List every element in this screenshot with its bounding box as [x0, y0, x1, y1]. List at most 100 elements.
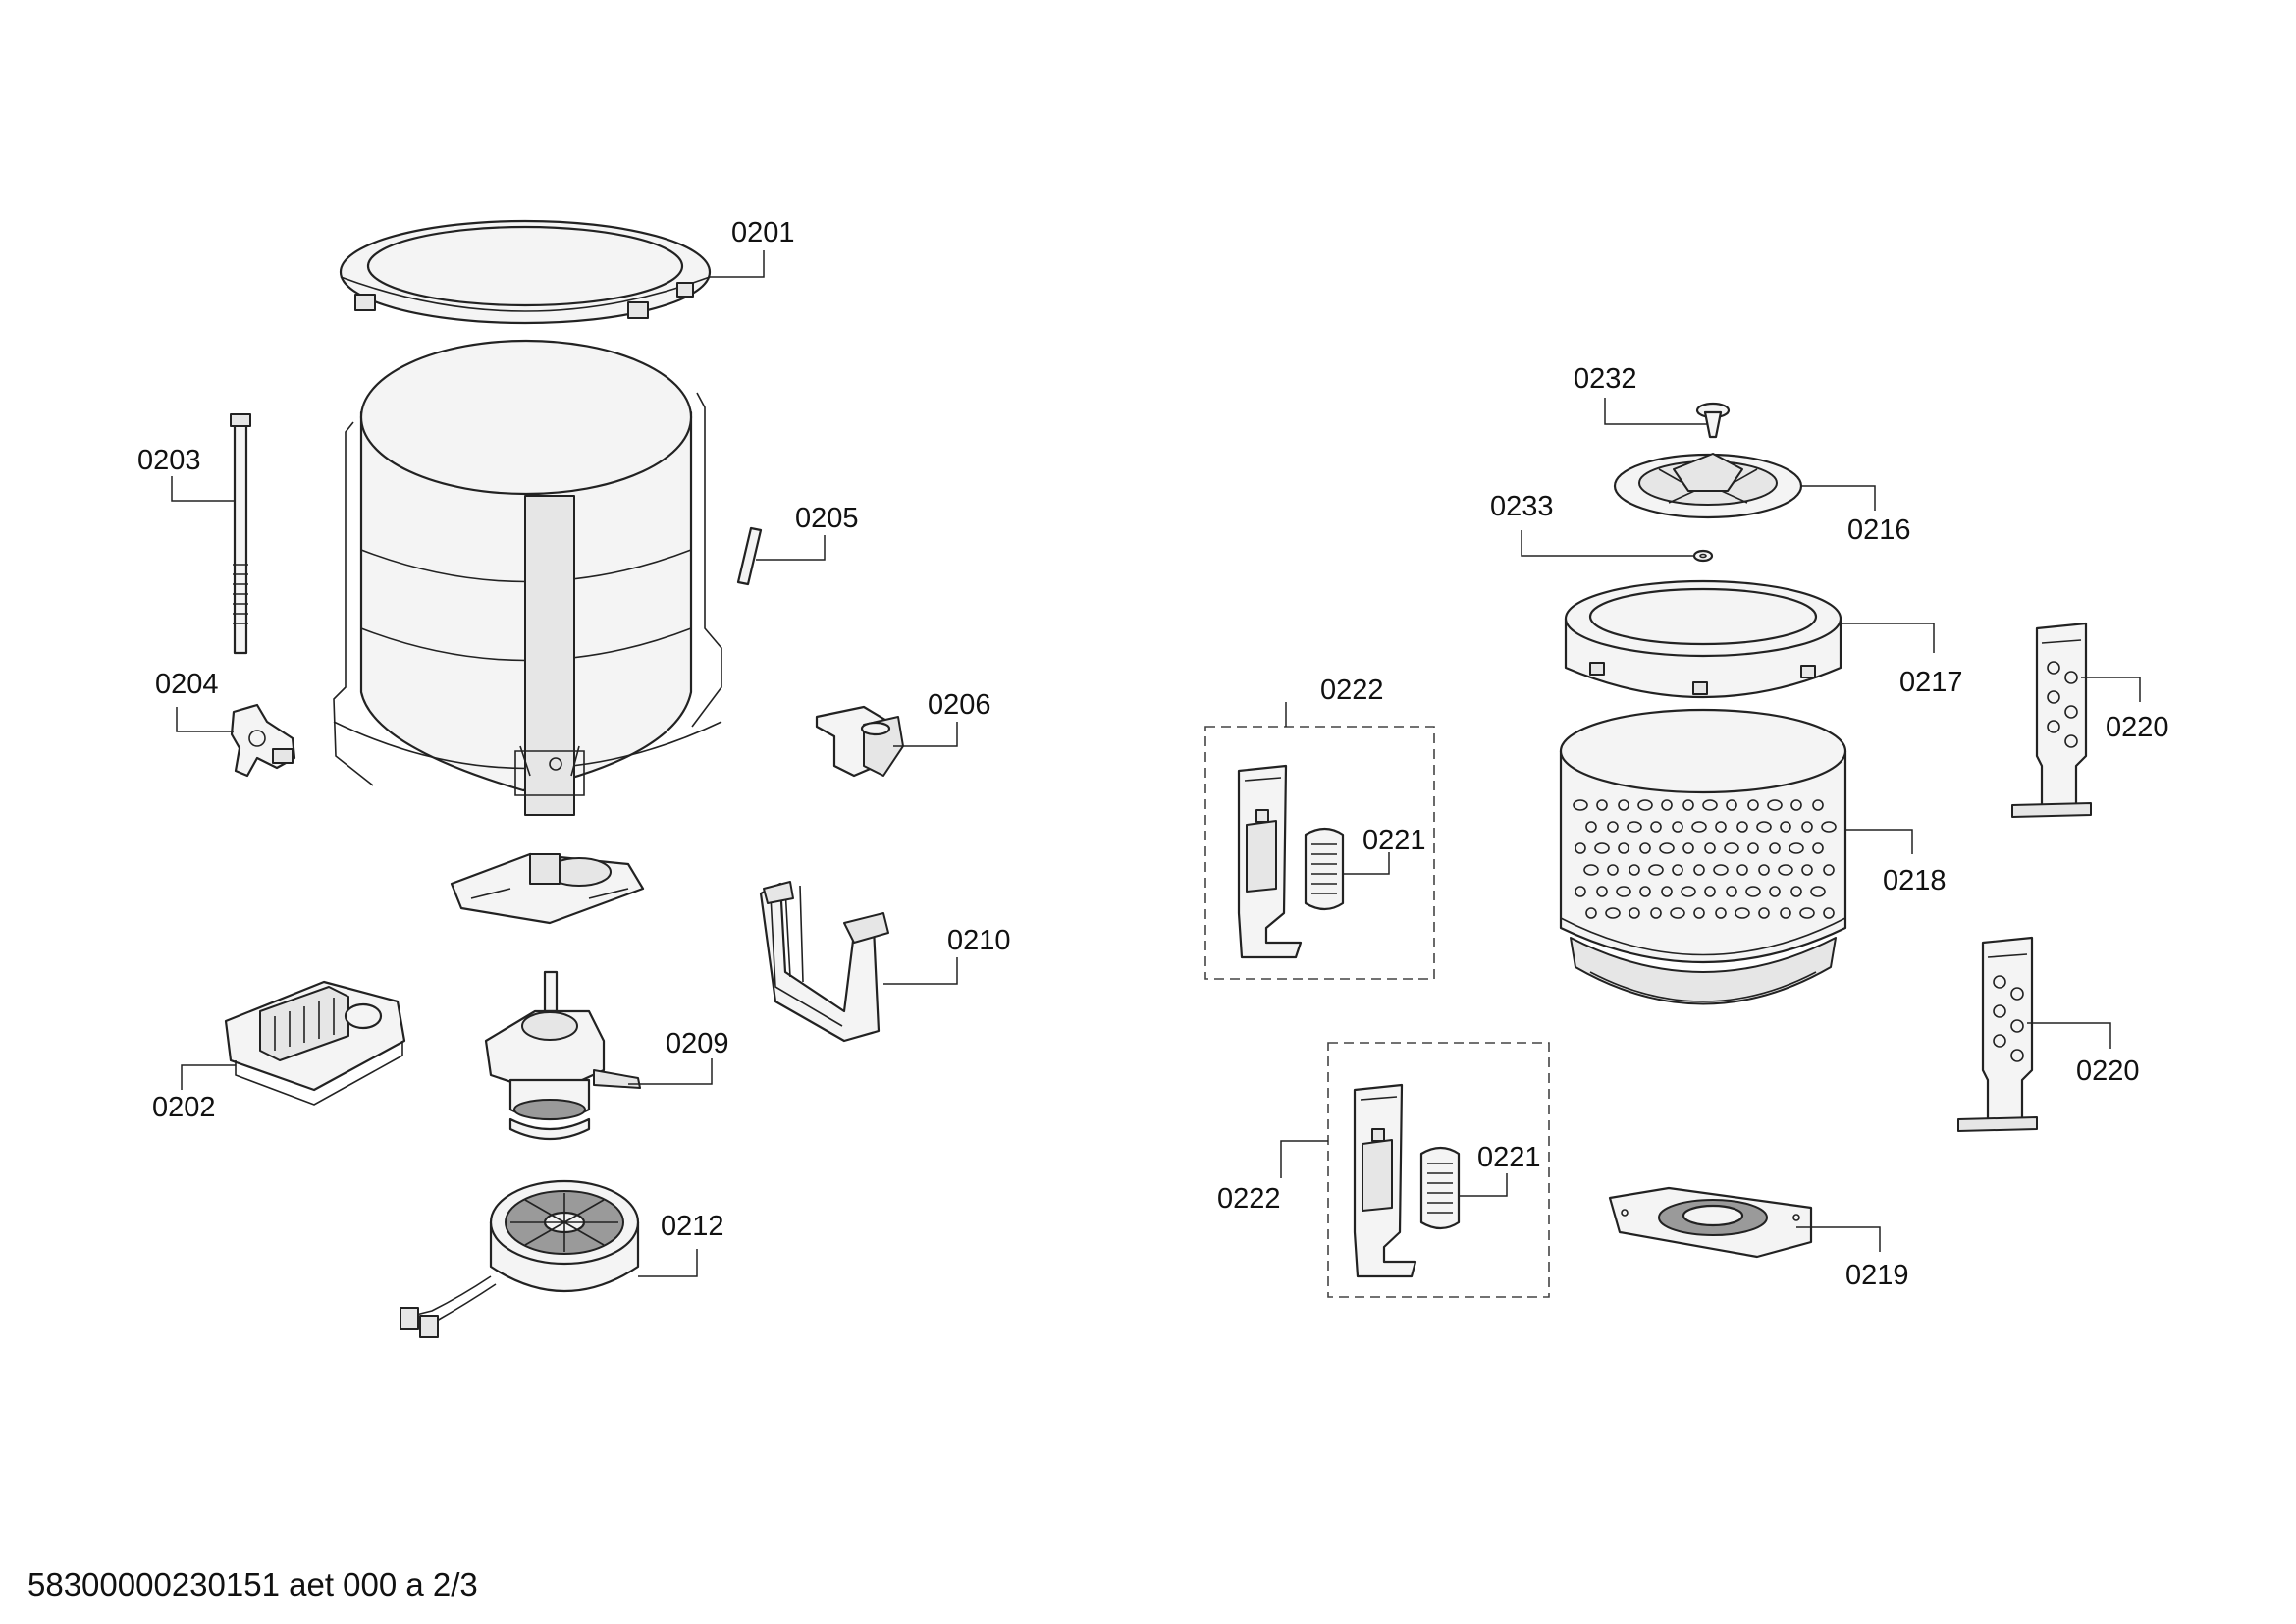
- basket-hole: [1767, 799, 1783, 811]
- basket-hole: [1629, 864, 1640, 876]
- part-0204-drain-valve: [230, 703, 296, 778]
- basket-hole: [1583, 864, 1599, 876]
- basket-hole: [1724, 842, 1739, 854]
- basket-hole: [1799, 907, 1815, 919]
- basket-hole: [1801, 821, 1813, 833]
- leader-0212: [638, 1249, 698, 1277]
- basket-hole: [1789, 842, 1804, 854]
- part-0219-hub-plate: [1608, 1186, 1813, 1259]
- basket-hole: [1778, 864, 1793, 876]
- basket-hole: [1812, 799, 1824, 811]
- basket-hole: [1607, 821, 1619, 833]
- basket-hole: [1747, 842, 1759, 854]
- basket-hole: [1585, 907, 1597, 919]
- leader-0217: [1841, 623, 1935, 653]
- part-0202-control-module: [224, 980, 406, 1106]
- basket-hole: [1650, 907, 1662, 919]
- leader-0210: [883, 957, 958, 985]
- part-0217-balancing-ring: [1564, 579, 1842, 699]
- basket-hole: [1618, 799, 1629, 811]
- basket-hole: [1672, 821, 1683, 833]
- group-box-0222-lower: [1327, 1042, 1550, 1298]
- part-mounting-plate: [450, 852, 645, 925]
- document-footer-code: 58300000230151 aet 000 a 2/3: [27, 1566, 478, 1602]
- part-0201-tub-ring: [339, 219, 712, 325]
- part-0206-bracket: [815, 705, 904, 778]
- group-box-0222-upper: [1204, 726, 1435, 980]
- label-0222-upper: 0222: [1320, 675, 1384, 706]
- label-0232: 0232: [1574, 363, 1637, 395]
- leader-0218: [1845, 829, 1913, 854]
- label-0201: 0201: [731, 217, 795, 248]
- part-0212-motor: [400, 1179, 640, 1338]
- label-0220-upper: 0220: [2106, 712, 2169, 743]
- leader-0216: [1801, 485, 1876, 511]
- label-0212: 0212: [661, 1211, 724, 1242]
- basket-hole: [1661, 799, 1673, 811]
- basket-hole: [1596, 799, 1608, 811]
- label-0222-lower: 0222: [1217, 1183, 1281, 1215]
- basket-hole: [1639, 842, 1651, 854]
- label-0203: 0203: [137, 445, 201, 476]
- basket-hole: [1736, 821, 1748, 833]
- basket-hole: [1607, 864, 1619, 876]
- part-0218-inner-basket: [1559, 708, 1847, 1005]
- basket-hole: [1618, 842, 1629, 854]
- leader-0206: [893, 722, 958, 747]
- part-0233-washer: [1692, 549, 1714, 563]
- part-outer-tub: [333, 339, 722, 816]
- basket-hole: [1780, 907, 1791, 919]
- basket-hole: [1681, 886, 1696, 897]
- leader-0209: [628, 1058, 713, 1085]
- basket-hole: [1594, 842, 1610, 854]
- basket-hole: [1790, 886, 1802, 897]
- label-0202: 0202: [152, 1092, 216, 1123]
- label-0221-upper: 0221: [1362, 825, 1426, 856]
- basket-hole: [1758, 864, 1770, 876]
- leader-0222b: [1280, 1140, 1328, 1178]
- label-0218: 0218: [1883, 865, 1947, 896]
- basket-hole: [1736, 864, 1748, 876]
- label-0206: 0206: [928, 689, 991, 721]
- label-0204: 0204: [155, 669, 219, 700]
- leader-0232: [1604, 398, 1708, 425]
- basket-hole: [1769, 842, 1781, 854]
- basket-hole: [1758, 907, 1770, 919]
- basket-hole: [1715, 907, 1727, 919]
- basket-hole: [1627, 821, 1642, 833]
- basket-hole: [1801, 864, 1813, 876]
- basket-hole: [1575, 842, 1586, 854]
- part-0203-suspension-rod: [230, 413, 251, 655]
- label-0217: 0217: [1899, 667, 1963, 698]
- basket-hole: [1769, 886, 1781, 897]
- basket-hole: [1702, 799, 1718, 811]
- basket-hole: [1693, 907, 1705, 919]
- basket-hole: [1650, 821, 1662, 833]
- basket-hole: [1682, 842, 1694, 854]
- basket-hole: [1747, 799, 1759, 811]
- leader-0201: [710, 250, 765, 278]
- leader-0219: [1796, 1226, 1881, 1252]
- leader-0204: [176, 707, 234, 732]
- basket-hole: [1659, 842, 1675, 854]
- basket-hole: [1713, 864, 1729, 876]
- basket-hole: [1823, 864, 1835, 876]
- leader-0220a: [2081, 677, 2141, 702]
- basket-hole: [1726, 799, 1737, 811]
- basket-hole: [1810, 886, 1826, 897]
- basket-perforations: [1573, 799, 1837, 919]
- basket-hole: [1823, 907, 1835, 919]
- basket-hole: [1639, 886, 1651, 897]
- part-0222-filter-housing-upper: [1237, 764, 1303, 959]
- part-0220-lint-filter-lower: [1957, 936, 2038, 1132]
- basket-hole: [1715, 821, 1727, 833]
- basket-hole: [1745, 886, 1761, 897]
- basket-hole: [1691, 821, 1707, 833]
- label-0233: 0233: [1490, 491, 1554, 522]
- label-0221-lower: 0221: [1477, 1142, 1541, 1173]
- part-0210-u-bracket: [759, 881, 889, 1043]
- basket-hole: [1616, 886, 1631, 897]
- leader-0221a: [1343, 852, 1390, 875]
- label-0219: 0219: [1845, 1260, 1909, 1291]
